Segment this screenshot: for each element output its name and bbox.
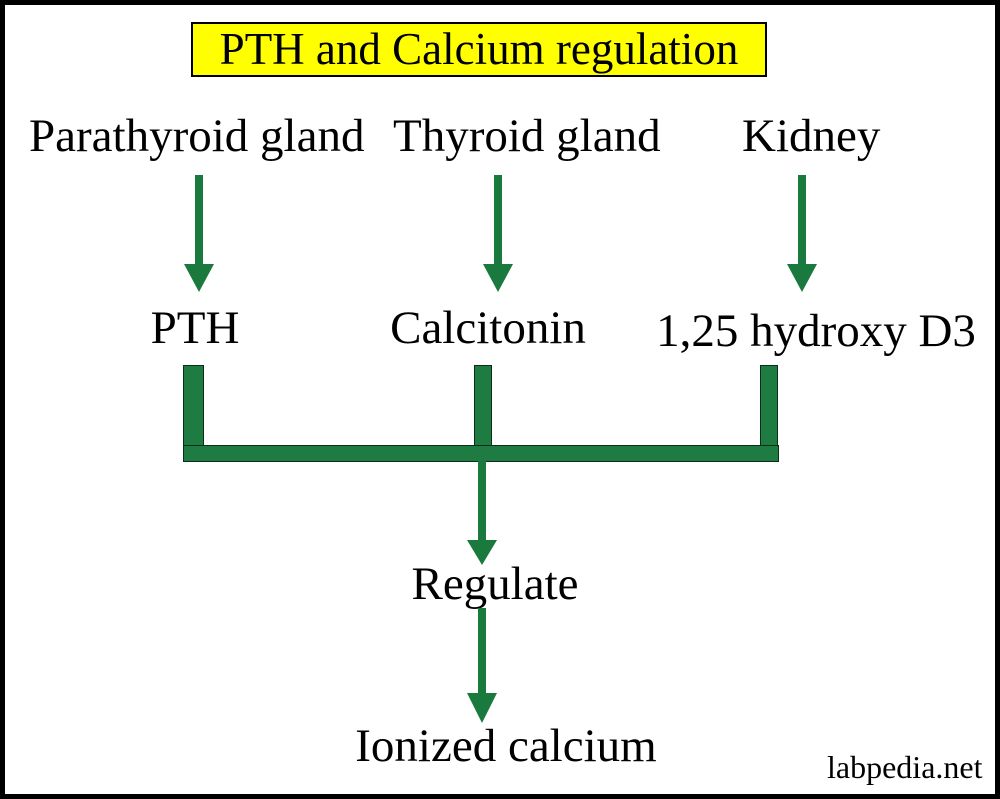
title-box: PTH and Calcium regulation xyxy=(191,22,767,77)
organ-label-parathyroid-gland: Parathyroid gland xyxy=(29,110,365,162)
bracket-middle-drop-bar xyxy=(474,365,492,447)
arrow-head xyxy=(467,540,497,565)
arrow-head xyxy=(184,264,214,292)
arrow-stem xyxy=(478,608,486,693)
arrow-stem xyxy=(195,175,203,264)
arrow-head xyxy=(467,693,497,723)
arrow-stem xyxy=(798,175,806,264)
hormone-label-vitamin-d3: 1,25 hydroxy D3 xyxy=(656,305,976,357)
arrow-stem xyxy=(494,175,502,264)
organ-label-thyroid-gland: Thyroid gland xyxy=(393,110,661,162)
hormone-label-calcitonin: Calcitonin xyxy=(390,302,586,354)
arrow-head xyxy=(787,264,817,292)
arrow-down-icon-thyroid-to-calcitonin xyxy=(483,175,513,292)
bracket-left-drop-bar xyxy=(183,365,204,447)
arrow-down-icon-merge-to-regulate xyxy=(467,460,497,565)
organ-label-kidney: Kidney xyxy=(742,110,881,162)
bracket-right-drop-bar xyxy=(760,365,778,447)
arrow-head xyxy=(483,264,513,292)
ionized-calcium-label: Ionized calcium xyxy=(355,720,657,772)
arrow-down-icon-parathyroid-to-pth xyxy=(184,175,214,292)
arrow-down-icon-regulate-to-calcium xyxy=(467,608,497,723)
page-title: PTH and Calcium regulation xyxy=(219,24,739,74)
regulate-label: Regulate xyxy=(411,558,579,610)
arrow-down-icon-kidney-to-d3 xyxy=(787,175,817,292)
arrow-stem xyxy=(478,460,486,540)
hormone-label-pth: PTH xyxy=(150,302,240,354)
watermark-label: labpedia.net xyxy=(827,749,983,785)
